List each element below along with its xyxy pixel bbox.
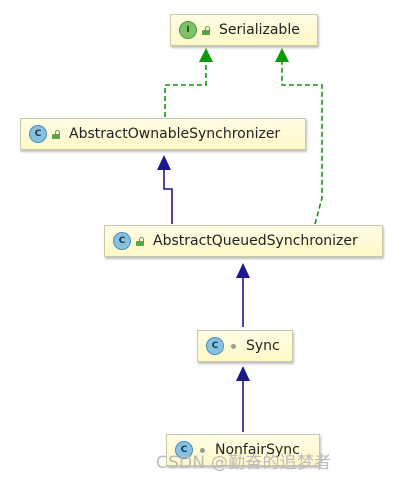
interface-icon: I	[179, 21, 197, 39]
node-label: NonfairSync	[215, 442, 300, 458]
class-icon: C	[175, 441, 193, 459]
arrowhead-aqs-aos	[157, 155, 171, 170]
public-access-icon	[136, 236, 145, 246]
package-private-icon	[229, 342, 238, 351]
edge-aos-implements-serializable	[164, 60, 207, 117]
arrowhead-aos-serializable	[199, 48, 213, 62]
abstract-class-icon: C	[113, 232, 131, 250]
arrowhead-aqs-serializable	[275, 48, 289, 62]
edge-aqs-extends-aos	[163, 168, 173, 224]
abstract-class-icon: C	[29, 125, 47, 143]
node-nonfair-sync[interactable]: C NonfairSync	[166, 434, 320, 466]
arrowhead-nonfair-sync	[236, 366, 250, 381]
node-serializable[interactable]: I Serializable	[170, 14, 318, 46]
node-label: Serializable	[219, 22, 300, 38]
node-label: Sync	[246, 338, 280, 354]
public-access-icon	[202, 25, 211, 35]
node-sync[interactable]: C Sync	[197, 330, 293, 362]
node-abstract-ownable-synchronizer[interactable]: C AbstractOwnableSynchronizer	[20, 118, 306, 150]
abstract-class-icon: C	[206, 337, 224, 355]
node-label: AbstractQueuedSynchronizer	[153, 233, 358, 249]
watermark: CSDN @勤奋的追梦者	[156, 453, 332, 473]
node-abstract-queued-synchronizer[interactable]: C AbstractQueuedSynchronizer	[104, 225, 383, 257]
node-label: AbstractOwnableSynchronizer	[69, 126, 281, 142]
arrowhead-sync-aqs	[236, 263, 250, 278]
edge-aqs-implements-serializable	[281, 60, 323, 225]
package-private-icon	[198, 446, 207, 455]
public-access-icon	[52, 129, 61, 139]
